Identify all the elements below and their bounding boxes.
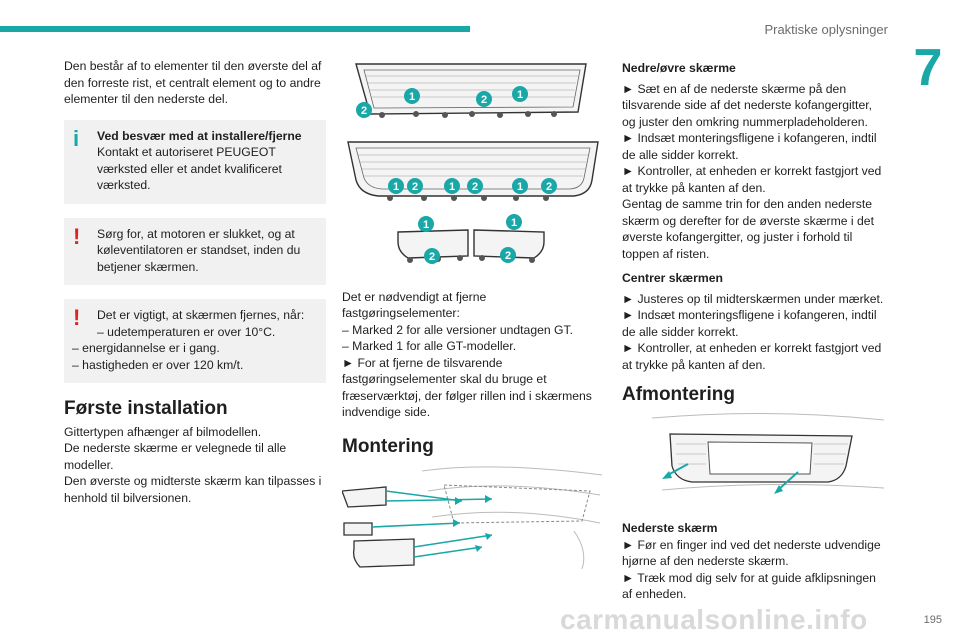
step-text: ► Kontroller, at enheden er korrekt fast… xyxy=(622,341,882,372)
warning-note-2: ! Det er vigtigt, at skærmen fjernes, nå… xyxy=(64,299,326,383)
warning-list-item: – hastigheden er over 120 km/t. xyxy=(72,357,244,372)
warning-note-1: ! Sørg for, at motoren er slukket, og at… xyxy=(64,217,326,285)
subheading-lower-upper-screens: Nedre/øvre skærme xyxy=(622,61,736,75)
step-text: ► Justeres op til midterskærmen under mæ… xyxy=(622,291,884,306)
column-3: Nedre/øvre skærme ► Sæt en af de nederst… xyxy=(622,52,885,603)
badge-label: 2 xyxy=(429,251,435,263)
section-heading-first-installation: Første installation xyxy=(64,398,228,419)
page-number: 195 xyxy=(923,614,942,626)
badge-label: 1 xyxy=(511,217,517,229)
paragraph-line: Gittertypen afhænger af bilmodellen. xyxy=(64,424,262,439)
section-heading-montering: Montering xyxy=(342,435,434,457)
fasteners-item: – Marked 2 for alle versioner undtagen G… xyxy=(342,322,574,337)
badge-label: 2 xyxy=(361,105,367,117)
paragraph-line: De nederste skærme er velegnede til alle… xyxy=(64,441,287,472)
info-note-title: Ved besvær med at installere/fjerne xyxy=(97,128,302,143)
fasteners-item: – Marked 1 for alle GT-modeller. xyxy=(342,339,517,353)
warning-list-item: – udetemperaturen er over 10°C. xyxy=(97,324,276,339)
section-heading-afmontering: Afmontering xyxy=(622,384,735,405)
warning-icon: ! xyxy=(73,223,81,249)
step-text: ► Før en finger ind ved det nederste udv… xyxy=(622,537,881,569)
top-badges: 2 1 2 1 xyxy=(356,86,528,118)
intro-text: Den består af to elementer til den øvers… xyxy=(64,59,322,106)
warning-list-item: – energidannelse er i gang. xyxy=(72,341,220,355)
info-note: i Ved besvær med at installere/fjerne Ko… xyxy=(64,119,326,204)
step-text: ► Indsæt monteringsfligene i kofangeren,… xyxy=(622,131,877,162)
grille-screens-illustration: 2 1 2 1 1 2 1 2 1 2 xyxy=(347,63,599,264)
step-text: Gentag de samme trin for den anden neder… xyxy=(622,197,874,261)
badge-label: 1 xyxy=(393,181,399,193)
chapter-number: 7 xyxy=(896,36,960,100)
info-icon: i xyxy=(73,125,80,151)
step-text: ► Kontroller, at enheden er korrekt fast… xyxy=(622,164,882,195)
watermark: carmanualsonline.info xyxy=(560,604,868,635)
paragraph-line: Den øverste og midterste skærm kan tilpa… xyxy=(64,474,322,505)
warning-note-1-text: Sørg for, at motoren er slukket, og at k… xyxy=(97,226,301,274)
lower-badges: 1 2 1 2 xyxy=(418,214,522,264)
badge-label: 1 xyxy=(449,181,455,193)
step-text: ► Indsæt monteringsfligene i kofangeren,… xyxy=(622,308,877,339)
badge-label: 2 xyxy=(481,94,487,106)
subheading-center-screen: Centrer skærmen xyxy=(622,271,723,285)
badge-label: 1 xyxy=(423,219,429,231)
badge-label: 2 xyxy=(546,181,552,193)
column-2: 2 1 2 1 1 2 1 2 1 2 xyxy=(341,52,604,576)
chapter-title: Praktiske oplysninger xyxy=(764,22,888,37)
badge-label: 2 xyxy=(412,181,418,193)
info-note-text: Kontakt et autoriseret PEUGEOT værksted … xyxy=(97,145,282,192)
fasteners-step: ► For at fjerne de tilsvarende fastgørin… xyxy=(342,355,592,420)
badge-label: 1 xyxy=(517,89,523,101)
warning-note-2-line1: Det er vigtigt, at skærmen fjernes, når: xyxy=(97,308,305,322)
step-text: ► Træk mod dig selv for at guide afklips… xyxy=(622,570,876,602)
fasteners-intro: Det er nødvendigt at fjerne fastgøringse… xyxy=(342,289,487,321)
middle-badges: 1 2 1 2 1 2 xyxy=(388,178,557,194)
warning-icon: ! xyxy=(73,305,81,330)
header-accent-bar xyxy=(0,26,470,32)
subheading-lower-screen: Nederste skærm xyxy=(622,521,718,535)
badge-label: 2 xyxy=(472,181,478,193)
badge-label: 1 xyxy=(409,91,415,103)
step-text: ► Sæt en af de nederste skærme på den ti… xyxy=(622,81,872,129)
badge-label: 1 xyxy=(517,181,523,193)
badge-label: 2 xyxy=(505,250,511,262)
removal-illustration xyxy=(651,412,885,494)
column-1: Den består af to elementer til den øvers… xyxy=(64,58,326,506)
mounting-illustration xyxy=(341,466,603,570)
